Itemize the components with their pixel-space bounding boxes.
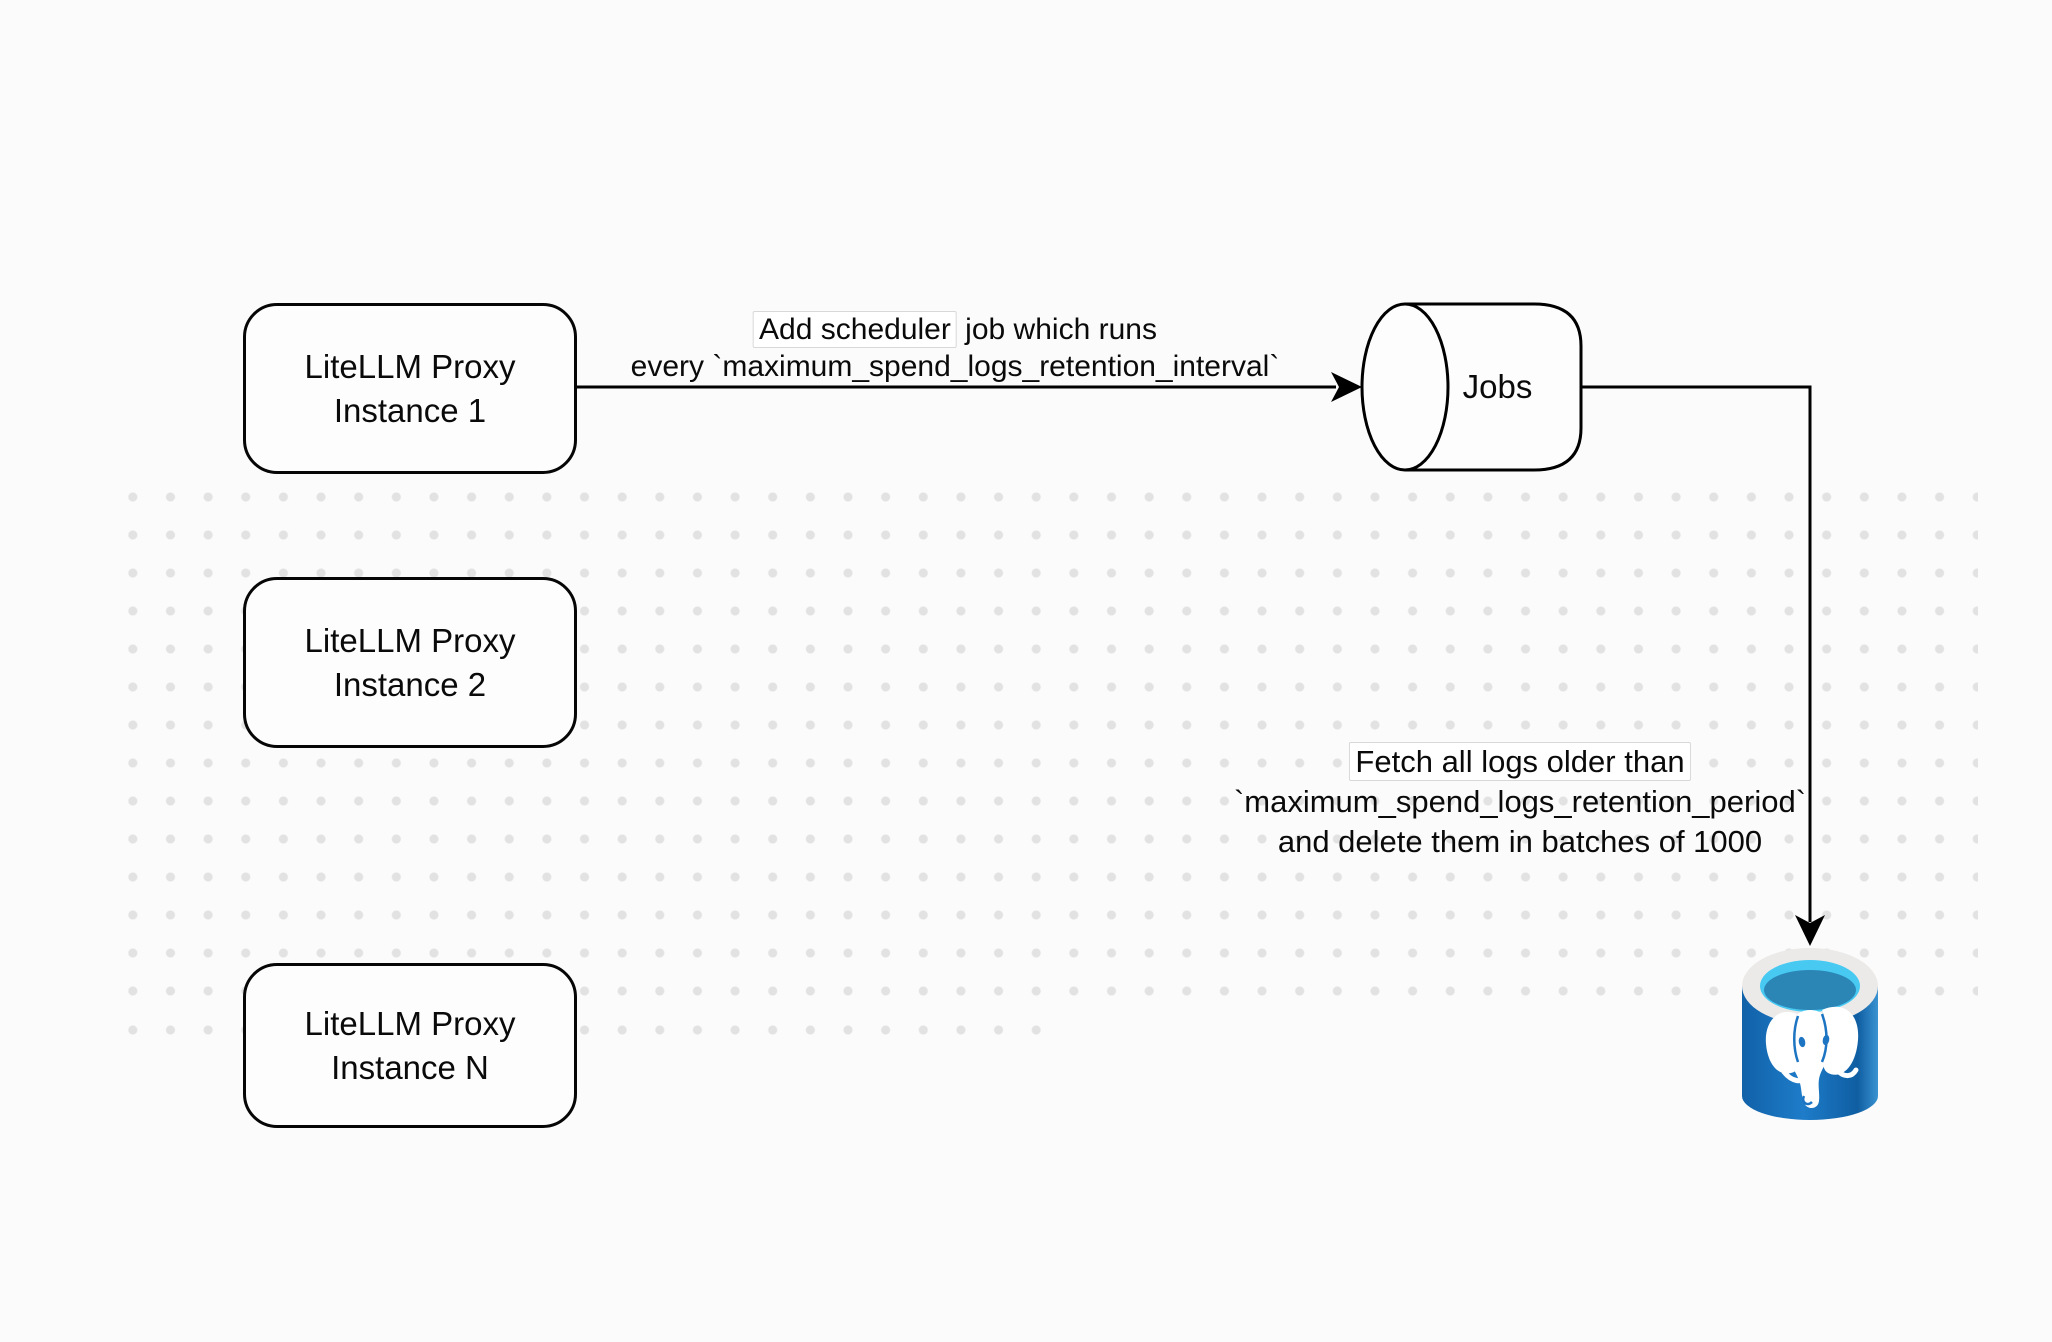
jobs-queue-node[interactable]	[1360, 302, 1583, 472]
scheduler-edge-label-line1: Add scheduler job which runs	[631, 311, 1280, 348]
arrowhead-down-icon	[1795, 915, 1825, 946]
delete-edge-label-line1-chip: Fetch all logs older than	[1349, 742, 1691, 781]
proxy-instance-2-label-line1: LiteLLM Proxy	[304, 621, 516, 659]
postgres-elephant-icon	[1765, 1006, 1859, 1109]
arrow-jobs-to-postgres[interactable]	[1581, 385, 1825, 946]
scheduler-edge-label-highlight: Add scheduler	[753, 311, 957, 348]
proxy-instance-1-node[interactable]: LiteLLM Proxy Instance 1	[243, 303, 577, 474]
delete-edge-label[interactable]: Fetch all logs older than `maximum_spend…	[1234, 742, 1806, 862]
proxy-instance-n-node[interactable]: LiteLLM Proxy Instance N	[243, 963, 577, 1128]
delete-edge-label-line3: and delete them in batches of 1000	[1277, 824, 1763, 859]
proxy-instance-2-label-line2: Instance 2	[333, 665, 487, 703]
arrowhead-right-icon	[1331, 372, 1362, 402]
proxy-instance-n-label-line1: LiteLLM Proxy	[304, 1004, 516, 1042]
scheduler-edge-label-line2: every `maximum_spend_logs_retention_inte…	[630, 350, 1280, 383]
delete-edge-label-line1: Fetch all logs older than	[1234, 742, 1806, 782]
proxy-instance-1-label-line1: LiteLLM Proxy	[304, 347, 516, 385]
arrow-proxy-to-jobs[interactable]	[572, 372, 1362, 402]
scheduler-edge-label[interactable]: Add scheduler job which runs every `maxi…	[630, 311, 1280, 385]
proxy-instance-2-node[interactable]: LiteLLM Proxy Instance 2	[243, 577, 577, 748]
proxy-instance-n-label-line2: Instance N	[331, 1048, 489, 1086]
proxy-instance-1-label-line2: Instance 1	[333, 391, 487, 429]
jobs-node-label: Jobs	[1462, 368, 1533, 405]
postgresql-database-icon[interactable]	[1742, 948, 1878, 1120]
delete-edge-label-line2: `maximum_spend_logs_retention_period`	[1233, 784, 1807, 819]
scheduler-edge-label-line1-rest: job which runs	[956, 313, 1157, 346]
